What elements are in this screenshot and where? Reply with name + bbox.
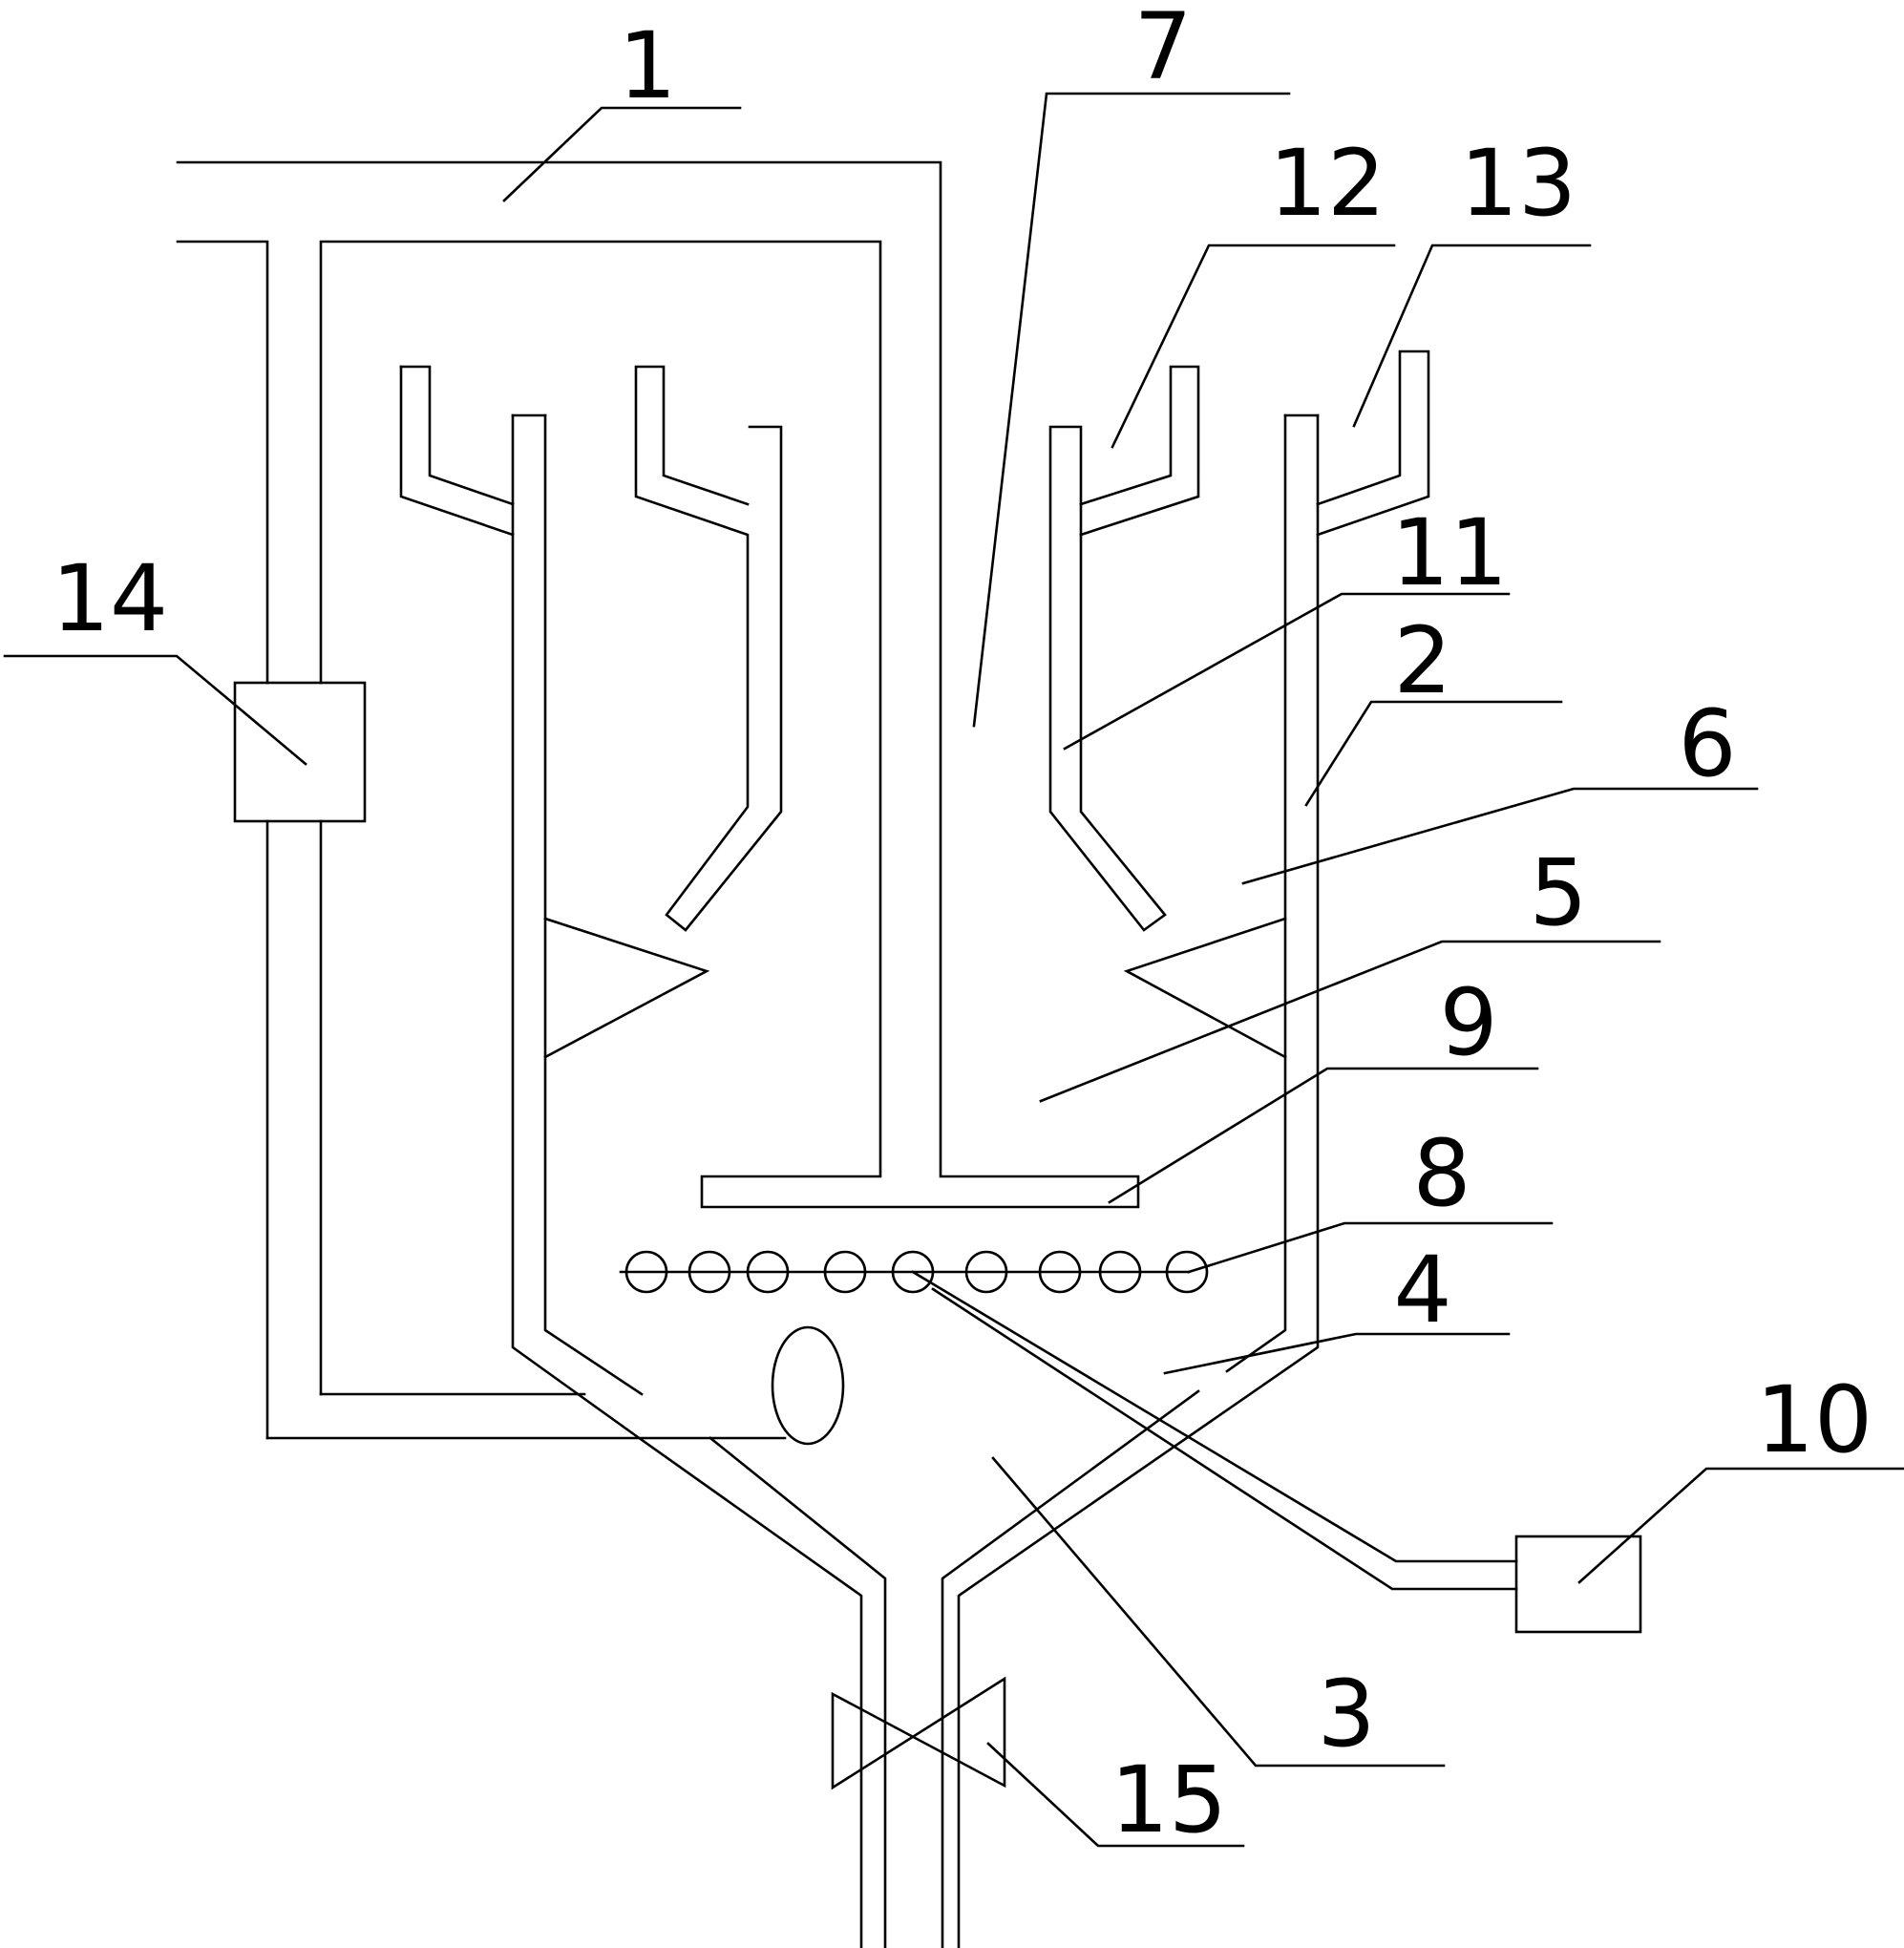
pump-ellipse	[771, 1325, 845, 1446]
valve-15	[831, 1676, 1006, 1790]
right-baffle	[1123, 917, 1287, 1059]
label-9: 9	[1439, 969, 1497, 1076]
label-4: 4	[1393, 1237, 1451, 1344]
part-labels: 1 7 12 13 14 11 2 6 5 9 8 4 10 3 15	[52, 0, 1872, 1853]
label-7: 7	[1133, 0, 1192, 100]
vessel-walls	[511, 413, 1320, 1948]
label-8: 8	[1412, 1120, 1470, 1227]
label-3: 3	[1317, 1661, 1375, 1768]
label-10: 10	[1756, 1366, 1872, 1473]
label-5: 5	[1529, 839, 1587, 946]
label-15: 15	[1111, 1747, 1227, 1853]
label-14: 14	[52, 545, 168, 652]
blower-box-10	[1514, 1535, 1642, 1634]
right-settling-tube	[1048, 349, 1430, 932]
left-settling-tube	[399, 365, 783, 932]
leader-lines	[3, 92, 1904, 1848]
circulation-pipe	[176, 160, 1140, 1440]
label-1: 1	[618, 12, 676, 119]
air-pipe	[911, 1270, 1518, 1591]
label-12: 12	[1269, 130, 1386, 237]
left-baffle	[543, 917, 710, 1059]
aeration-beads	[619, 1250, 1209, 1294]
component-box-14	[233, 681, 367, 823]
label-13: 13	[1460, 130, 1576, 237]
label-2: 2	[1393, 607, 1451, 714]
label-6: 6	[1678, 690, 1736, 797]
label-11: 11	[1391, 499, 1508, 606]
